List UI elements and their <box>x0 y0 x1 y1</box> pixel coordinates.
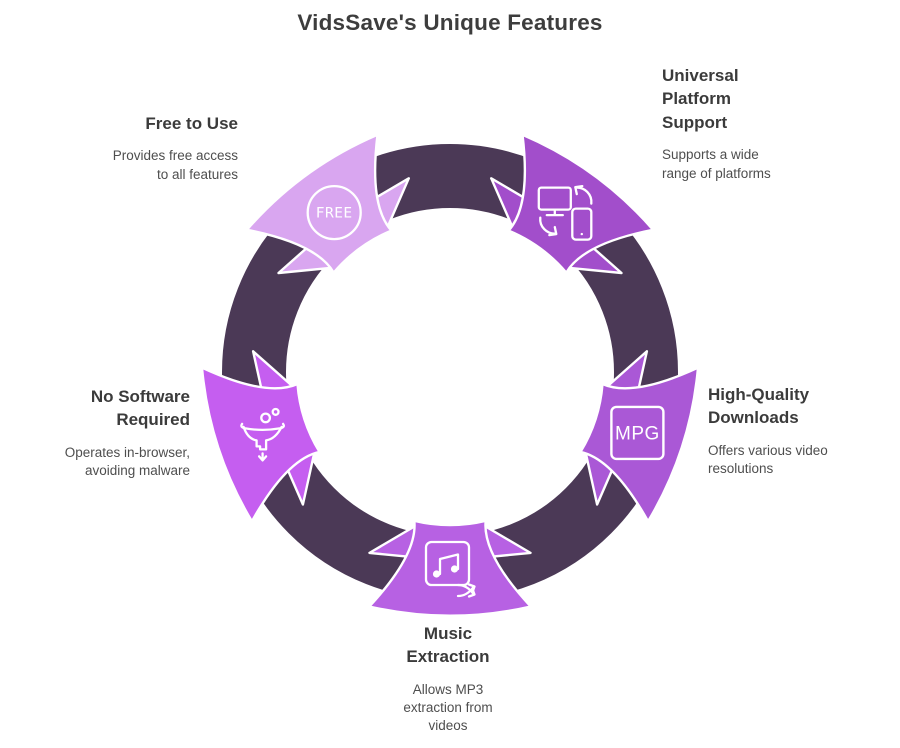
segment-universal-platform-support <box>490 133 655 275</box>
feature-universal-platform-support: Universal Platform Support Supports a wi… <box>662 64 862 183</box>
feature-heading-no-software-required: No Software Required <box>90 387 190 430</box>
segment-body-free-to-use <box>245 133 393 274</box>
feature-heading-free-to-use: Free to Use <box>145 114 238 133</box>
funnel-filter-icon <box>240 407 285 462</box>
feature-description-no-software-required: Operates in-browser, avoiding malware <box>64 444 190 479</box>
svg-text:FREE: FREE <box>316 206 353 222</box>
segment-body-universal-platform-support <box>507 133 655 274</box>
device-sync-icon <box>537 184 593 241</box>
segment-free-to-use: FREE <box>245 133 410 275</box>
svg-text:MPG: MPG <box>615 423 660 444</box>
features-ring-diagram: FREE MPG <box>200 133 700 617</box>
segment-high-quality-downloads: MPG <box>579 350 700 523</box>
feature-no-software-required: No Software Required Operates in-browser… <box>0 385 190 480</box>
feature-description-music-extraction: Allows MP3 extraction from videos <box>403 681 493 734</box>
page-title: VidsSave's Unique Features <box>297 10 603 35</box>
free-badge-icon: FREE <box>306 184 362 241</box>
segment-body-music-extraction <box>368 519 532 617</box>
feature-description-high-quality-downloads: Offers various video resolutions <box>708 442 828 477</box>
feature-heading-music-extraction: Music Extraction <box>406 624 490 667</box>
segment-music-extraction <box>368 519 532 617</box>
feature-music-extraction: Music Extraction Allows MP3 extraction f… <box>348 622 548 736</box>
feature-description-free-to-use: Provides free access to all features <box>112 148 238 182</box>
feature-heading-universal-platform-support: Universal Platform Support <box>662 66 739 132</box>
feature-heading-high-quality-downloads: High-Quality Downloads <box>708 385 810 428</box>
segment-body-high-quality-downloads <box>579 366 700 523</box>
music-shuffle-icon <box>424 540 476 598</box>
feature-free-to-use: Free to Use Provides free access to all … <box>8 112 238 184</box>
segment-no-software-required <box>200 350 321 523</box>
mpg-file-icon: MPG <box>610 405 665 461</box>
feature-description-universal-platform-support: Supports a wide range of platforms <box>662 147 771 181</box>
segment-body-no-software-required <box>200 366 321 523</box>
feature-high-quality-downloads: High-Quality Downloads Offers various vi… <box>708 383 898 478</box>
